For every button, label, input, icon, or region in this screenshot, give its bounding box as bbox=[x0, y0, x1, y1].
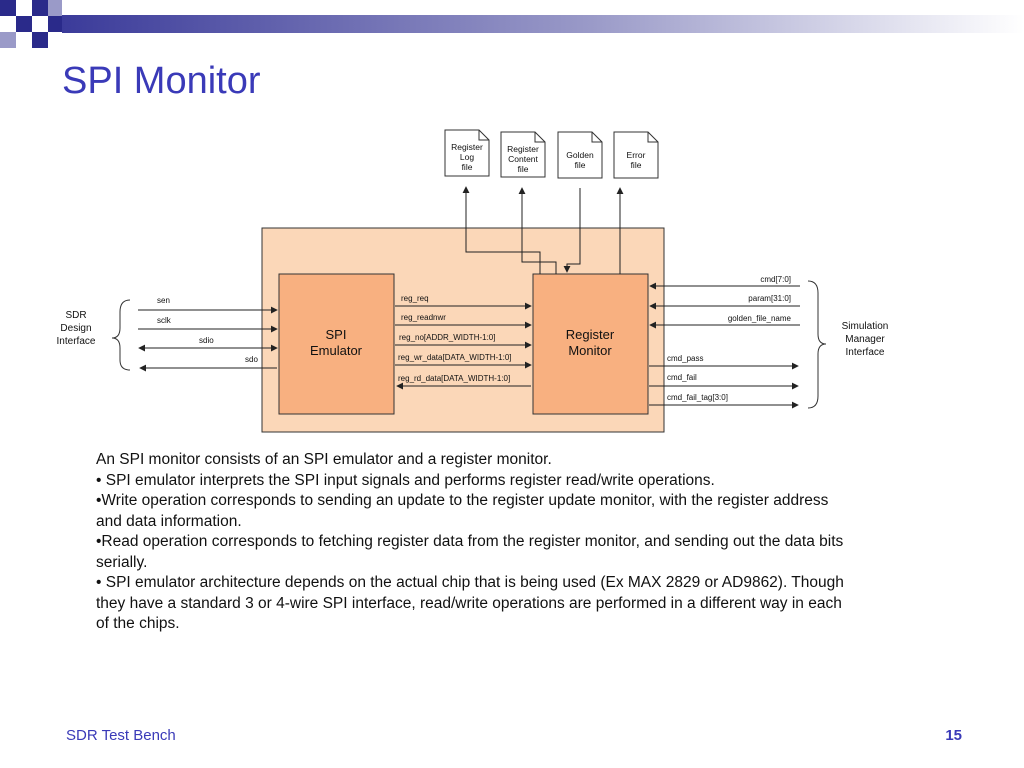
sclk-label: sclk bbox=[157, 316, 172, 325]
svg-text:Error: Error bbox=[627, 150, 646, 160]
spi-emulator-block: SPI Emulator bbox=[278, 273, 395, 415]
svg-text:file: file bbox=[575, 160, 586, 170]
register-monitor-block: Register Monitor bbox=[532, 273, 649, 415]
sim-brace bbox=[807, 280, 827, 409]
paragraph: •Write operation corresponds to sending … bbox=[96, 492, 829, 530]
svg-text:Golden: Golden bbox=[566, 150, 594, 160]
spi-emulator-label-2: Emulator bbox=[310, 343, 363, 358]
svg-text:Content: Content bbox=[508, 154, 538, 164]
register-content-file-icon: Register Content file bbox=[500, 131, 546, 178]
reg-req-label: reg_req bbox=[401, 294, 429, 303]
reg-wr-data-label: reg_wr_data[DATA_WIDTH-1:0] bbox=[398, 353, 512, 362]
golden-file-name-label: golden_file_name bbox=[728, 314, 792, 323]
sim-interface-label-3: Interface bbox=[846, 347, 885, 358]
reg-rd-data-label: reg_rd_data[DATA_WIDTH-1:0] bbox=[398, 374, 510, 383]
checker-logo bbox=[0, 0, 62, 48]
svg-text:file: file bbox=[518, 164, 529, 174]
cmd-label: cmd[7:0] bbox=[760, 275, 791, 284]
slide-title: SPI Monitor bbox=[62, 60, 261, 102]
golden-file-icon: Golden file bbox=[557, 131, 603, 179]
sdr-interface-label-2: Design bbox=[60, 323, 91, 334]
svg-text:file: file bbox=[462, 162, 473, 172]
sen-label: sen bbox=[157, 296, 170, 305]
header-decoration bbox=[0, 0, 1024, 48]
cmd-fail-tag-label: cmd_fail_tag[3:0] bbox=[667, 393, 728, 402]
sdr-interface-label-1: SDR bbox=[65, 310, 86, 321]
spi-emulator-label-1: SPI bbox=[326, 327, 347, 342]
svg-text:Register: Register bbox=[507, 144, 539, 154]
paragraph: •Read operation corresponds to fetching … bbox=[96, 533, 844, 571]
spi-monitor-diagram: SPI Emulator Register Monitor Register L… bbox=[57, 129, 889, 433]
param-label: param[31:0] bbox=[748, 294, 791, 303]
register-monitor-label-1: Register bbox=[566, 327, 615, 342]
register-log-file-icon: Register Log file bbox=[444, 129, 490, 177]
content-file-arrow bbox=[518, 187, 557, 274]
cmd-fail-label: cmd_fail bbox=[667, 373, 697, 382]
sdr-interface-label-3: Interface bbox=[57, 336, 96, 347]
register-monitor-label-2: Monitor bbox=[568, 343, 612, 358]
footer-title: SDR Test Bench bbox=[66, 727, 176, 744]
svg-text:Register: Register bbox=[451, 142, 483, 152]
sdr-brace bbox=[111, 299, 131, 371]
page-number: 15 bbox=[945, 727, 962, 744]
svg-text:file: file bbox=[631, 160, 642, 170]
reg-readnwr-label: reg_readnwr bbox=[401, 313, 446, 322]
sdo-label: sdo bbox=[245, 355, 258, 364]
log-file-arrow bbox=[462, 186, 541, 274]
sim-interface-label-2: Manager bbox=[845, 334, 885, 345]
golden-file-arrow bbox=[563, 188, 581, 273]
sdio-label: sdio bbox=[199, 336, 214, 345]
sim-interface-label-1: Simulation bbox=[842, 321, 889, 332]
reg-no-label: reg_no[ADDR_WIDTH-1:0] bbox=[399, 333, 495, 342]
cmd-pass-label: cmd_pass bbox=[667, 354, 703, 363]
error-file-icon: Error file bbox=[613, 131, 659, 179]
body-text: An SPI monitor consists of an SPI emulat… bbox=[96, 450, 856, 635]
svg-text:Log: Log bbox=[460, 152, 474, 162]
paragraph: • SPI emulator interprets the SPI input … bbox=[96, 471, 715, 489]
paragraph: • SPI emulator architecture depends on t… bbox=[96, 574, 844, 632]
paragraph: An SPI monitor consists of an SPI emulat… bbox=[96, 451, 552, 468]
